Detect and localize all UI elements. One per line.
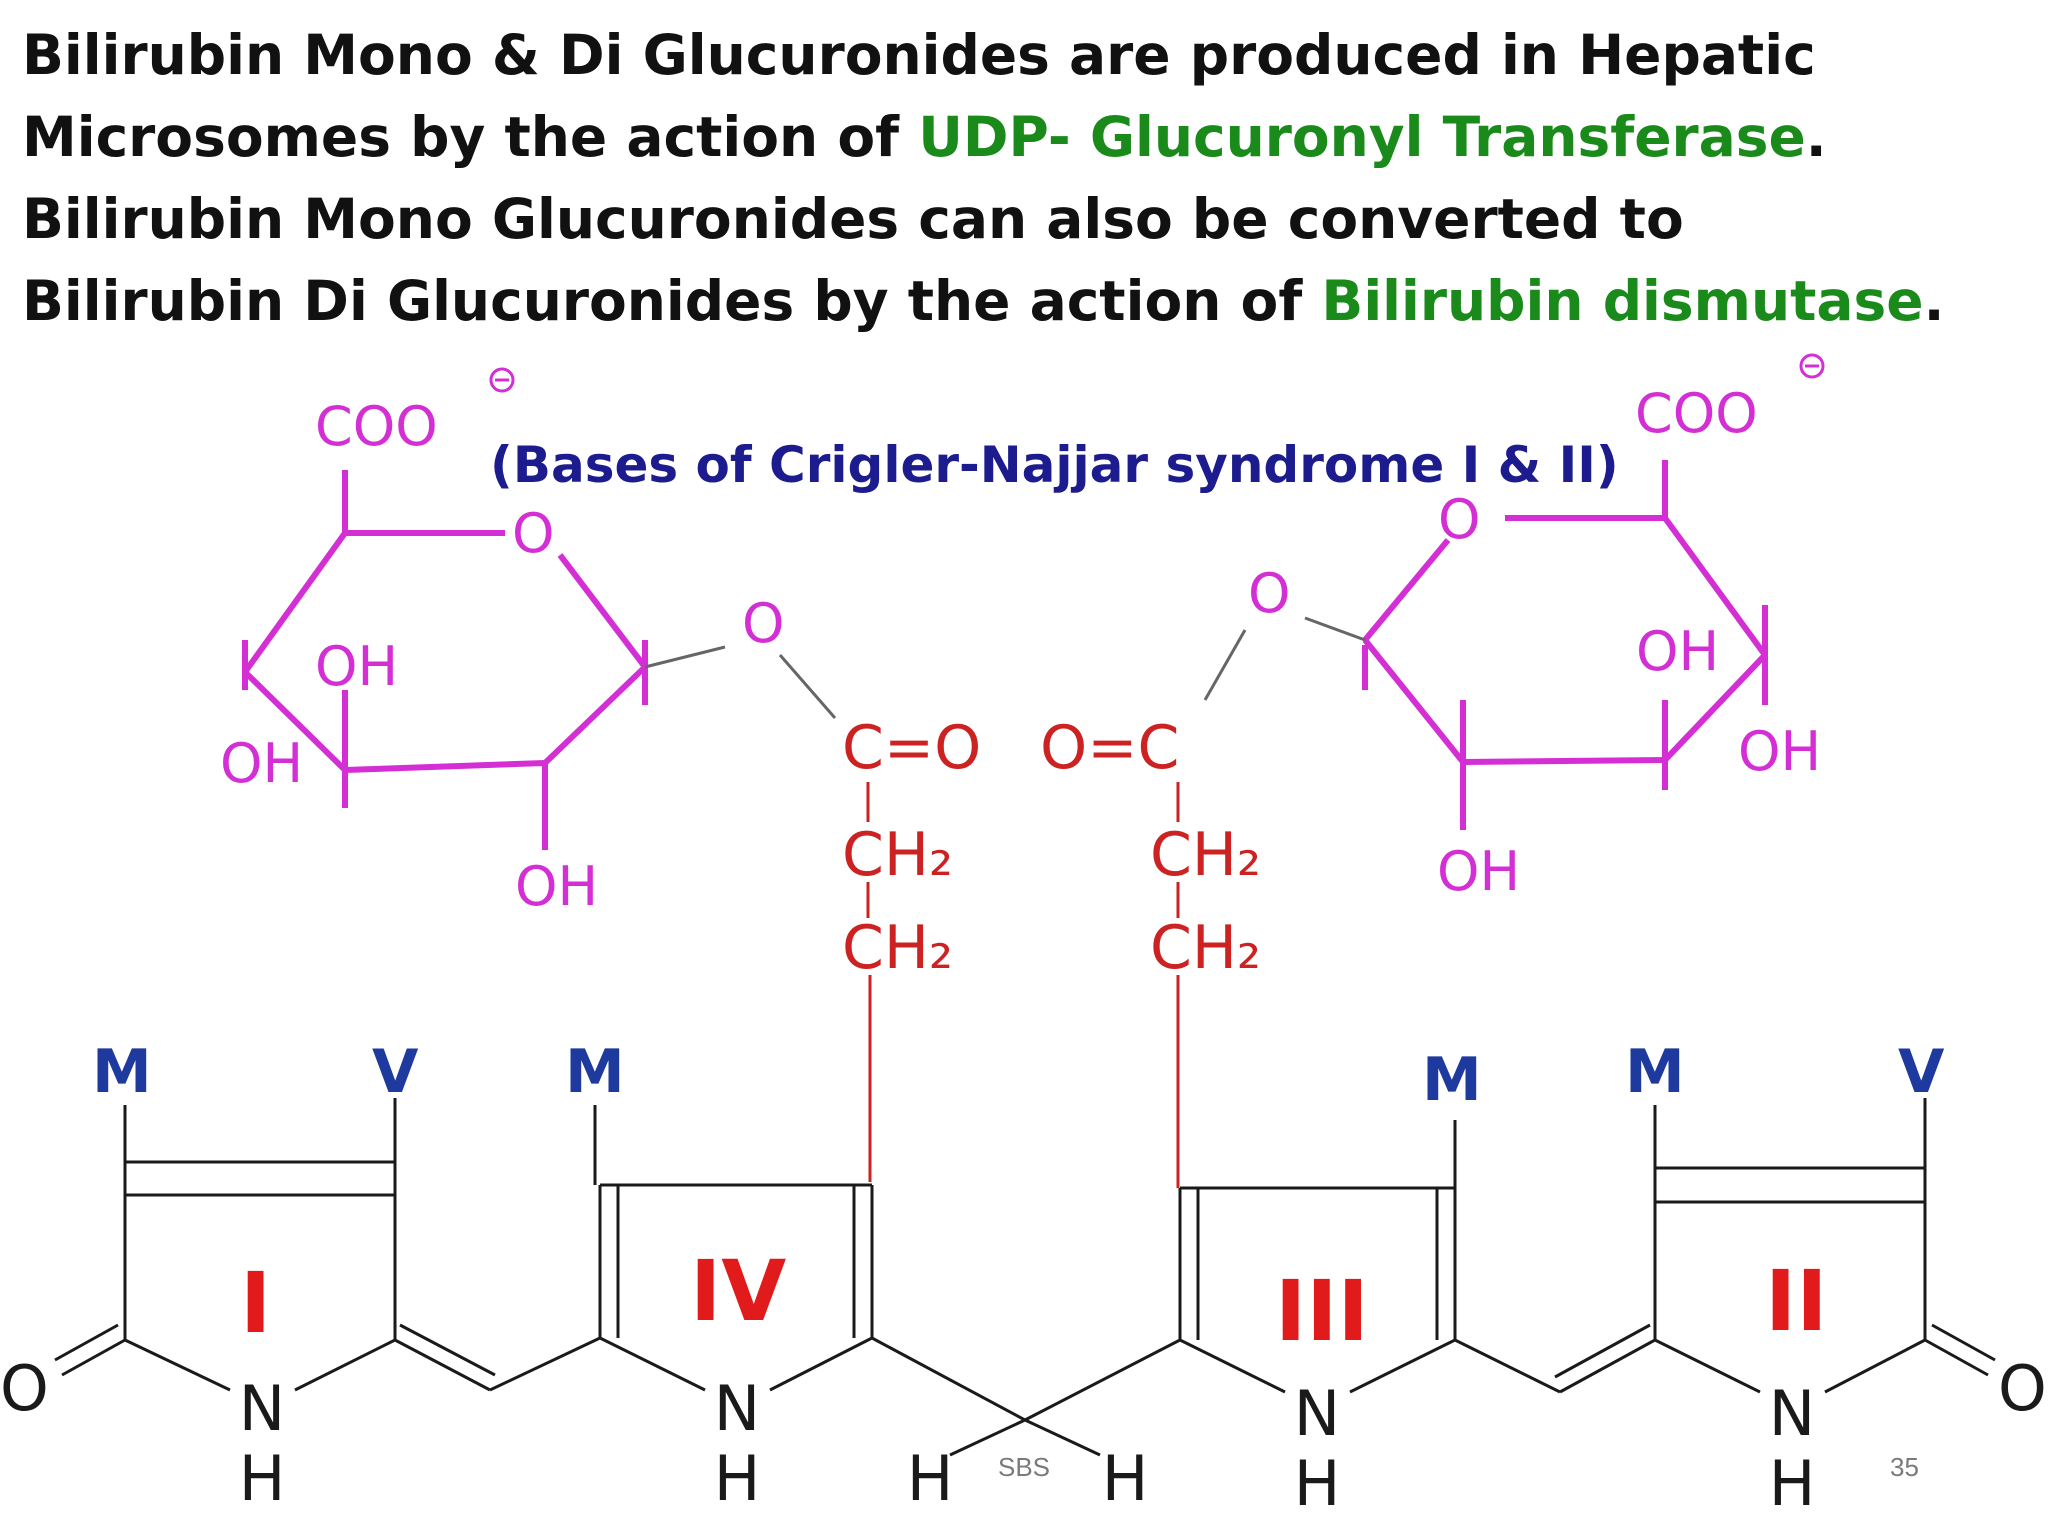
left-sugar-bond-c3-c4 (242, 669, 348, 773)
right-hydroxyl-1-label: OH (1636, 620, 1719, 683)
left-ester-carbonyl-label: C=O (842, 713, 981, 783)
bridge-4-3-bond-h-left (949, 1418, 1026, 1457)
tetrapyrrole-backbone (54, 1098, 1996, 1457)
ring-2-hydrogen: H (1769, 1447, 1816, 1520)
ring-label-3: III (1275, 1262, 1369, 1360)
heading-line-4-period: . (1923, 269, 1945, 333)
bridge-hydrogen-right: H (1102, 1442, 1149, 1515)
bridge-1-4-bond-a (394, 1338, 491, 1392)
end-oxygen-right: O (1998, 1352, 2047, 1425)
right-ring-oxygen-label: O (1438, 488, 1481, 551)
left-carboxylate-label: COO (315, 395, 438, 458)
left-link-bond-c1-o (644, 645, 726, 669)
substituent-m-ring-2: M (1625, 1037, 1685, 1107)
ring-label-2: II (1765, 1252, 1828, 1350)
left-sugar-bond-c2-c3 (344, 760, 546, 773)
footer-author: SBS (998, 1452, 1051, 1482)
right-negative-charge-icon (1799, 353, 1825, 379)
ring-3-bond-e (1349, 1338, 1456, 1394)
right-sugar-bond-c2-c1 (1362, 638, 1466, 764)
substituent-v-ring-2: V (1898, 1037, 1945, 1107)
ring-2-carbonyl-double (1931, 1323, 1996, 1362)
left-ester-ch2-a-label: CH₂ (842, 820, 953, 890)
ring-1-nitrogen: N (239, 1372, 285, 1445)
heading-line-2: Microsomes by the action of UDP- Glucuro… (22, 96, 2012, 178)
left-hydroxyl-2-label: OH (220, 732, 303, 795)
ring-1-carbonyl (61, 1338, 126, 1377)
heading-line-4-text: Bilirubin Di Glucuronides by the action … (22, 269, 1322, 333)
enzyme-bilirubin-dismutase: Bilirubin dismutase (1321, 269, 1924, 333)
right-sugar-bond-c4-c3 (1662, 652, 1768, 763)
right-sugar-bond-c3-c2 (1462, 757, 1666, 765)
enzyme-udp-glucuronyl-transferase: UDP- Glucuronyl Transferase (918, 105, 1806, 169)
bridge-4-3-bond-b (1024, 1338, 1181, 1422)
right-hydroxyl-3-label: OH (1437, 840, 1520, 903)
ring-1-bond-e (294, 1338, 396, 1392)
right-link-bond-c1-o (1304, 616, 1366, 642)
left-ester-bond-o-c (778, 654, 837, 719)
bridge-1-4-bond-b (489, 1336, 601, 1392)
heading-line-2-period: . (1805, 105, 1827, 169)
right-carboxylate-label: COO (1635, 382, 1758, 445)
bridge-1-4-bond-a-double (399, 1323, 496, 1377)
ring-2-carbonyl (1924, 1338, 1989, 1377)
left-hydroxyl-3-label: OH (515, 855, 598, 918)
ring-1-bond-d (124, 1338, 231, 1392)
substituent-m-ring-3: M (1422, 1045, 1482, 1115)
bridge-4-3-bond-a (871, 1336, 1026, 1422)
ring-label-1: I (240, 1254, 271, 1352)
slide-number: 35 (1890, 1452, 1919, 1482)
ring-4-hydrogen: H (714, 1442, 761, 1515)
ring-2-bond-e (1824, 1338, 1926, 1394)
left-hydroxyl-1-label: OH (315, 635, 398, 698)
ring-3-bond-d (1179, 1338, 1286, 1394)
left-link-oxygen-label: O (742, 592, 785, 655)
ring-1-carbonyl-double (54, 1323, 119, 1362)
left-negative-charge-icon (489, 367, 515, 393)
ring-label-4: IV (690, 1242, 786, 1340)
left-ester-ch2-b-label: CH₂ (842, 913, 953, 983)
ring-1-hydrogen: H (239, 1442, 286, 1515)
heading-line-2-text: Microsomes by the action of (22, 105, 919, 169)
glucuronide-left (242, 470, 726, 850)
bridge-4-3-bond-h-right (1024, 1418, 1101, 1457)
ring-4-bond-d (599, 1336, 706, 1392)
right-sugar-bond-c5-c4 (1662, 516, 1768, 657)
end-oxygen-left: O (0, 1352, 49, 1425)
diagram-caption: (Bases of Crigler-Najjar syndrome I & II… (490, 436, 1619, 494)
left-ring-oxygen-label: O (512, 502, 555, 565)
right-ester-ch2-a-label: CH₂ (1150, 820, 1261, 890)
bridge-3-2-bond-b (1559, 1338, 1656, 1394)
right-ester-ch2-b-label: CH₂ (1150, 913, 1261, 983)
substituent-v-ring-1: V (372, 1037, 419, 1107)
ring-2-bond-d (1654, 1338, 1761, 1394)
ring-2-nitrogen: N (1769, 1377, 1815, 1450)
right-sugar-bond-c1-o (1362, 538, 1451, 642)
heading-line-4: Bilirubin Di Glucuronides by the action … (22, 260, 2012, 342)
glucuronide-right (1304, 460, 1768, 830)
bridge-3-2-bond-a (1454, 1338, 1561, 1394)
right-link-oxygen-label: O (1248, 562, 1291, 625)
substituent-m-ring-4: M (565, 1037, 625, 1107)
right-ester-bond-o-c (1203, 629, 1247, 701)
heading-line-1: Bilirubin Mono & Di Glucuronides are pro… (22, 23, 1816, 87)
ring-4-bond-e (769, 1336, 873, 1392)
left-sugar-bond-c1-c2 (542, 664, 648, 766)
slide-heading: Bilirubin Mono & Di Glucuronides are pro… (22, 14, 2012, 342)
substituent-m-ring-1: M (92, 1037, 152, 1107)
right-ester-carbonyl-label: O=C (1040, 713, 1179, 783)
left-sugar-bond-o-c1 (557, 553, 648, 669)
ring-3-hydrogen: H (1294, 1447, 1341, 1520)
heading-line-3: Bilirubin Mono Glucuronides can also be … (22, 187, 1684, 251)
ring-4-nitrogen: N (714, 1372, 760, 1445)
bridge-hydrogen-left: H (907, 1442, 954, 1515)
bridge-3-2-bond-b-double (1554, 1323, 1651, 1379)
right-hydroxyl-2-label: OH (1738, 720, 1821, 783)
left-sugar-bond-c4-c5 (242, 531, 348, 674)
ring-3-nitrogen: N (1294, 1377, 1340, 1450)
